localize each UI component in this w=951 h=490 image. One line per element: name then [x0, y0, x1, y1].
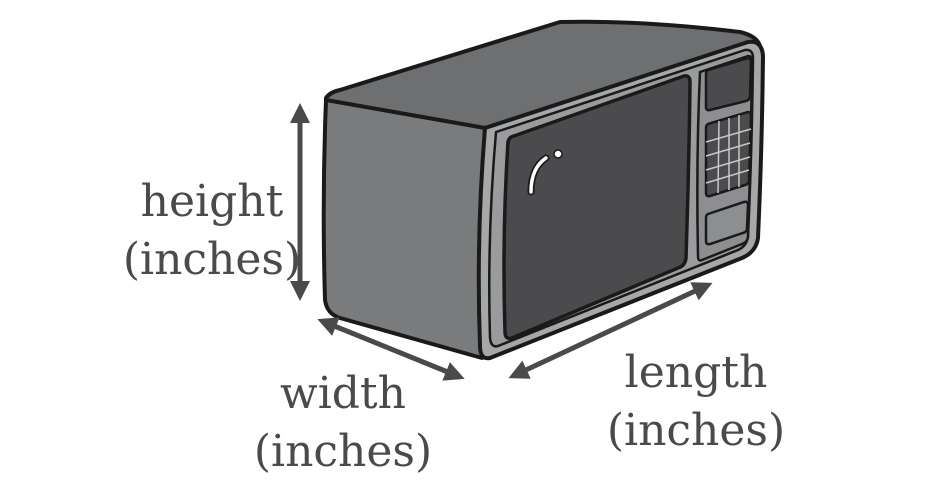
microwave-door-window	[502, 74, 692, 341]
microwave-oven-icon	[321, 19, 765, 361]
width-label-line1: width	[280, 368, 406, 419]
width-label: width (inches)	[243, 365, 443, 481]
length-label: length (inches)	[596, 344, 796, 460]
length-arrow	[508, 282, 713, 379]
double-headed-arrow-icon	[290, 103, 713, 381]
height-label-line2: (inches)	[122, 234, 302, 285]
keypad	[704, 110, 753, 198]
width-label-line2: (inches)	[253, 426, 433, 477]
height-label-line1: height	[140, 176, 284, 227]
height-label: height (inches)	[112, 173, 312, 289]
start-button	[704, 200, 750, 246]
length-label-line2: (inches)	[606, 405, 786, 456]
length-label-line1: length	[624, 347, 768, 398]
microwave-left-side	[321, 98, 487, 360]
display-screen	[704, 56, 753, 112]
width-arrow	[317, 317, 465, 381]
